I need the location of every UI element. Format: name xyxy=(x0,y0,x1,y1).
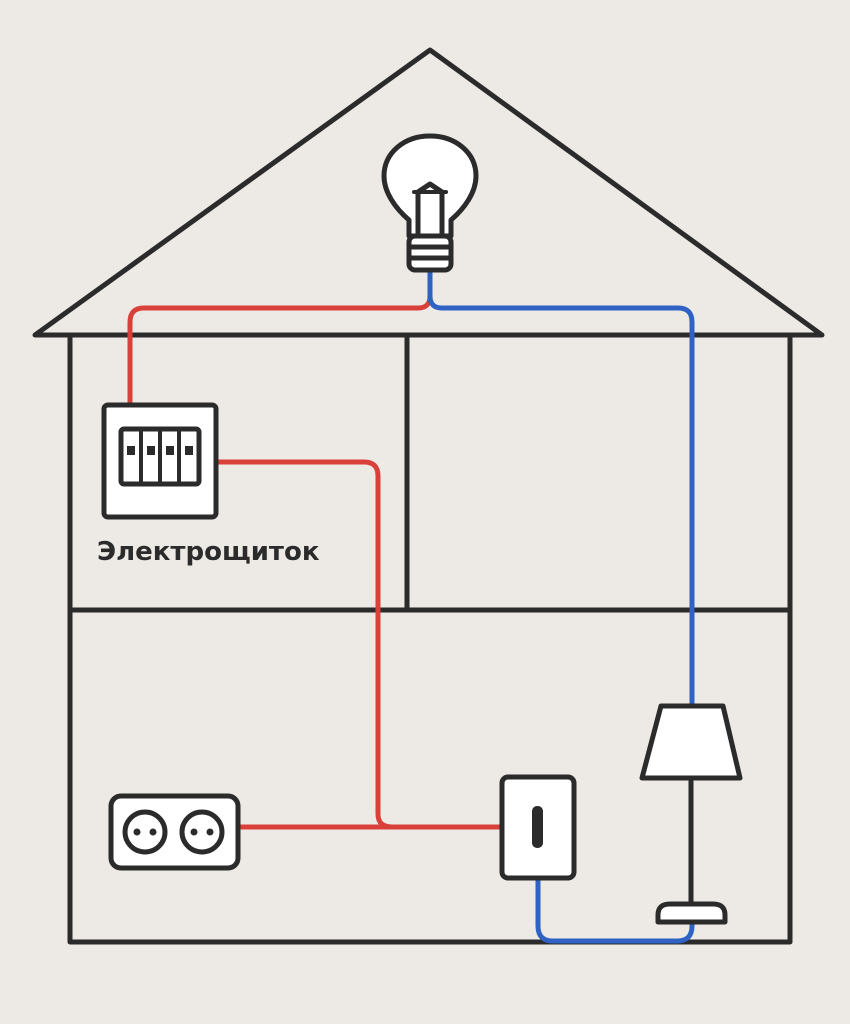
lamp-base xyxy=(655,901,728,925)
breaker-toggle-3 xyxy=(166,446,174,455)
house-walls xyxy=(67,332,793,945)
socket-outlet-left xyxy=(122,809,168,855)
bulb-base xyxy=(406,233,454,273)
double-socket-icon xyxy=(108,793,241,871)
switch-rocker xyxy=(532,806,543,848)
socket-outlet-right xyxy=(179,809,225,855)
electrical-panel-icon xyxy=(101,402,219,520)
breaker-toggle-2 xyxy=(147,446,155,455)
breaker-toggle-1 xyxy=(127,446,135,455)
wire-bulb-to-lamp xyxy=(427,269,695,709)
wire-switch-to-lamp xyxy=(535,875,695,944)
light-bulb-icon xyxy=(381,133,479,273)
wall-switch-icon xyxy=(499,774,577,881)
lamp-shade xyxy=(639,703,743,781)
wire-panel-to-switch xyxy=(214,459,505,830)
floor-lamp-icon xyxy=(639,703,743,925)
bulb-filament xyxy=(415,181,445,239)
panel-label: Электрощиток xyxy=(97,537,320,567)
neutral-wires xyxy=(427,269,695,944)
breaker-toggle-4 xyxy=(185,446,193,455)
